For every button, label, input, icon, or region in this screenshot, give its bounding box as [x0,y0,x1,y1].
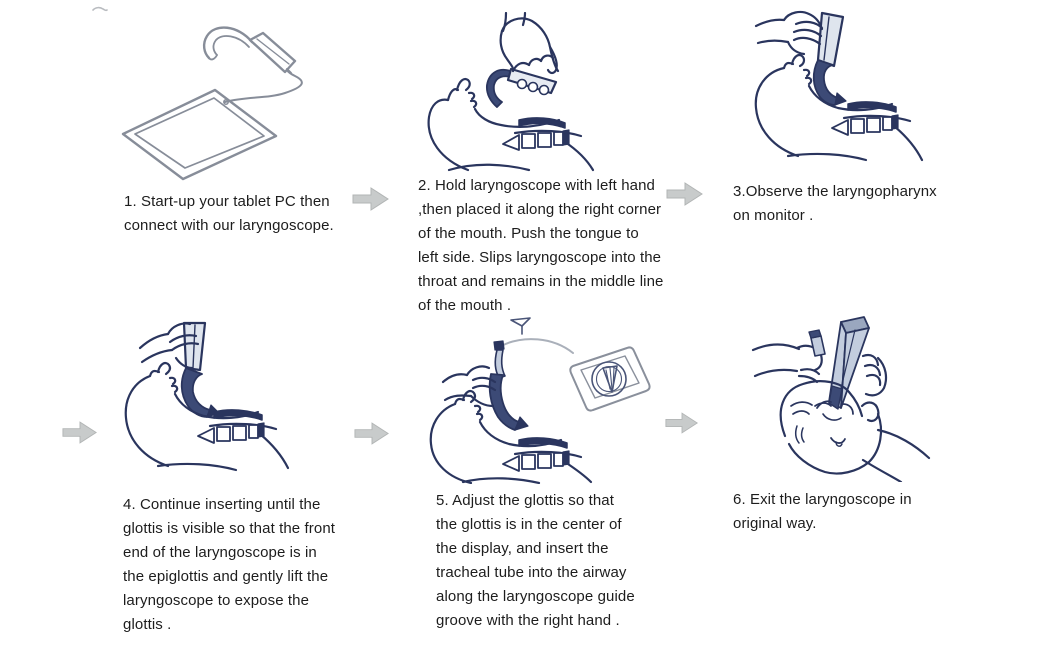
step2-caption: 2. Hold laryngoscope with left hand ,the… [418,177,664,314]
step6-caption: 6. Exit the laryngoscope in original way… [733,491,912,532]
stray-mark [92,6,108,12]
step6-illustration-withdraw-laryngoscope-icon [751,316,931,482]
step5-caption: 5. Adjust the glottis so that the glotti… [436,492,635,629]
step4-illustration-lift-epiglottis-icon [124,321,290,472]
step1-illustration-tablet-laryngoscope-icon [121,26,303,181]
step1-caption: 1. Start-up your tablet PC then connect … [124,193,334,234]
arrow-icon [666,182,703,206]
arrow-icon [352,187,389,211]
arrow-icon [62,421,97,444]
step3-caption: 3.Observe the laryngopharynx on monitor … [733,183,937,224]
arrow-icon [354,422,389,445]
step4-caption: 4. Continue inserting until the glottis … [123,496,336,633]
step3-illustration-observe-monitor-icon [754,10,924,162]
step2-illustration-insert-laryngoscope-icon [427,12,595,172]
step5-illustration-tube-and-display-icon [429,317,651,484]
arrow-icon [665,412,699,434]
